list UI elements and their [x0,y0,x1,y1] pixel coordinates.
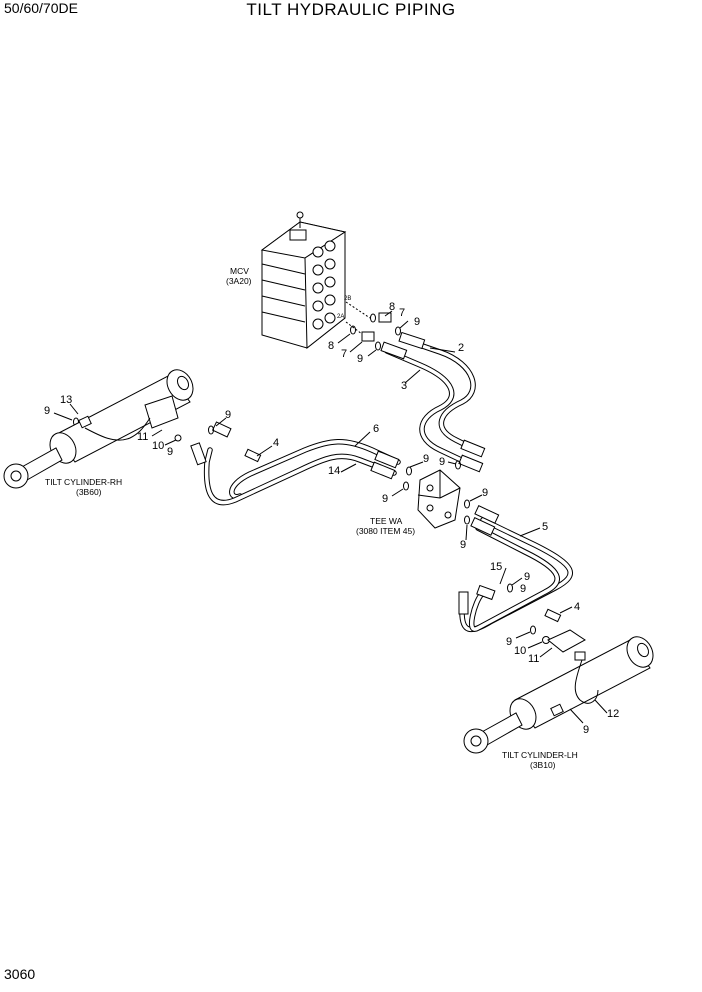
tilt-cylinder-lh [463,636,654,754]
callout-7-upper: 7 [399,307,405,319]
callout-9-rh: 9 [44,405,50,417]
mcv-port-2b: 2B [344,296,351,302]
callout-6: 6 [373,423,379,435]
fitting-4-upper [244,448,262,463]
callout-15: 15 [490,561,502,573]
callout-2: 2 [458,342,464,354]
callout-12: 12 [607,708,619,720]
hose-14 [203,447,397,506]
callout-9-lh-upper: 9 [524,571,530,583]
callout-11-lh: 11 [528,653,539,665]
page-number: 3060 [4,966,36,982]
callout-4-lower: 4 [574,601,580,613]
mcv-ref: (3A20) [226,276,252,286]
callout-numbers: 8 7 9 8 7 9 2 3 13 9 11 10 9 9 4 6 14 9 … [44,301,619,736]
tee-label: TEE WA [370,516,403,526]
hose-end-fittings [190,331,500,615]
mcv-label: MCV [230,266,249,276]
mcv-port-2a: 2A [337,314,344,320]
callout-9-lh: 9 [506,636,512,648]
tilt-cylinder-rh-label: TILT CYLINDER-RH [45,477,122,487]
callout-9-tee-right: 9 [482,487,488,499]
callout-10-lh: 10 [514,645,526,657]
callout-9-tee-bottom: 9 [460,539,466,551]
tilt-cylinder-lh-ref: (3B10) [530,760,556,770]
page-title: TILT HYDRAULIC PIPING [246,0,456,19]
callout-9-tee-right-top: 9 [439,456,445,468]
tee-fitting [417,469,461,529]
callout-9-lh-lower: 9 [583,724,589,736]
callout-8-lower: 8 [328,340,334,352]
callout-7-lower: 7 [341,348,347,360]
callout-3: 3 [401,380,407,392]
callout-9-tee-left-bottom: 9 [382,493,388,505]
hose-2 [402,337,481,454]
tilt-cylinder-lh-label: TILT CYLINDER-LH [502,750,578,760]
callout-5: 5 [542,521,548,533]
hose-15 [468,525,560,632]
tilt-cylinder-rh [3,369,194,489]
callout-9-hose15: 9 [520,583,526,595]
callout-9-hose14: 9 [225,409,231,421]
callout-9-rh-lower: 9 [167,446,173,458]
callout-9-tee-left-top: 9 [423,453,429,465]
mcv-fittings [350,312,401,351]
callout-9-mcv: 9 [357,353,363,365]
callout-leaders [53,310,608,724]
hose-3 [384,348,477,469]
model-code: 50/60/70DE [4,0,78,16]
callout-13: 13 [60,394,72,406]
mcv-valve-block [260,211,371,350]
callout-4-upper: 4 [273,437,279,449]
fitting-4-lower [544,608,586,653]
tee-ref: (3080 ITEM 45) [356,526,415,536]
callout-14: 14 [328,465,340,477]
callout-11-rh: 11 [137,431,148,443]
callout-8-upper: 8 [389,301,395,313]
tilt-cylinder-rh-ref: (3B60) [76,487,102,497]
callout-10-rh: 10 [152,440,164,452]
callout-9-upper: 9 [414,316,420,328]
